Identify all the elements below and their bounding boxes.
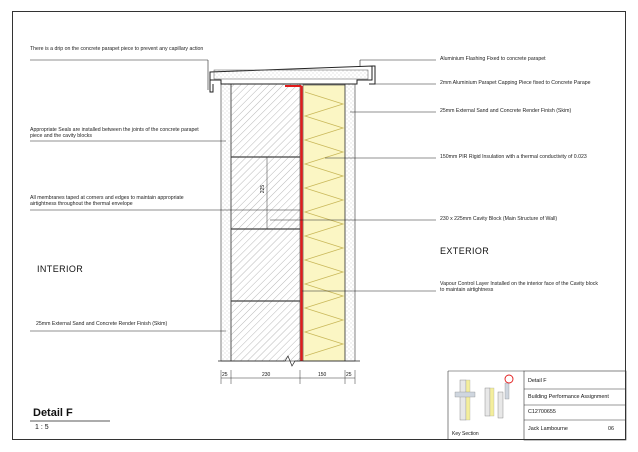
- note-drip: There is a drip on the concrete parapet …: [30, 46, 204, 52]
- interior-label: INTERIOR: [37, 264, 84, 274]
- titleblock-detail: Detail F: [528, 378, 547, 384]
- parapet-concrete: [213, 69, 369, 80]
- drawing-title: Detail F: [33, 407, 73, 419]
- parapet-drip: [209, 80, 214, 93]
- note-insulation: 150mm PIR Rigid Insulation with a therma…: [440, 154, 587, 160]
- key-section-label: Key Section: [452, 431, 479, 437]
- titleblock-author-name: Jack Lambourne: [528, 426, 568, 432]
- note-render-right: 25mm External Sand and Concrete Render F…: [440, 108, 572, 114]
- titleblock-author: Jack Lambourne 06: [524, 426, 626, 432]
- render-right: [344, 82, 356, 362]
- dimension-render-left: 25: [222, 372, 228, 378]
- note-capping: 2mm Aluminium Parapet Capping Piece fixe…: [440, 80, 591, 86]
- note-block: 230 x 225mm Cavity Block (Main Structure…: [440, 216, 558, 222]
- titleblock-sheet-number: 06: [608, 426, 614, 432]
- key-section-thumbnail: [454, 374, 514, 421]
- dimension-block: 230: [262, 372, 271, 378]
- note-vcl: Vapour Control Layer Installed on the in…: [440, 281, 598, 294]
- note-membranes: All membranes taped at corners and edges…: [30, 195, 184, 208]
- drawing-scale: 1 : 5: [35, 424, 49, 431]
- dimension-vertical: 225: [260, 184, 267, 194]
- cavity-block: [230, 82, 301, 362]
- dimension-insulation: 150: [318, 372, 327, 378]
- title-block-frame: [523, 370, 627, 441]
- insulation-zigzag: [303, 91, 345, 357]
- key-marker-icon: [504, 374, 514, 384]
- note-flashing: Aluminium Flashing Fixed to concrete par…: [440, 56, 546, 62]
- insulation: [302, 84, 346, 362]
- break-line: [218, 355, 360, 367]
- note-render-left: 25mm External Sand and Concrete Render F…: [36, 321, 168, 327]
- render-left: [220, 82, 232, 362]
- sheet-border: [12, 11, 626, 440]
- titleblock-assignment: Building Performance Assignment: [528, 394, 609, 400]
- titleblock-student-id: C12700655: [528, 409, 556, 415]
- note-seals: Appropriate Seals are installed between …: [30, 127, 199, 140]
- exterior-label: EXTERIOR: [440, 246, 490, 256]
- dimension-render-right: 25: [346, 372, 352, 378]
